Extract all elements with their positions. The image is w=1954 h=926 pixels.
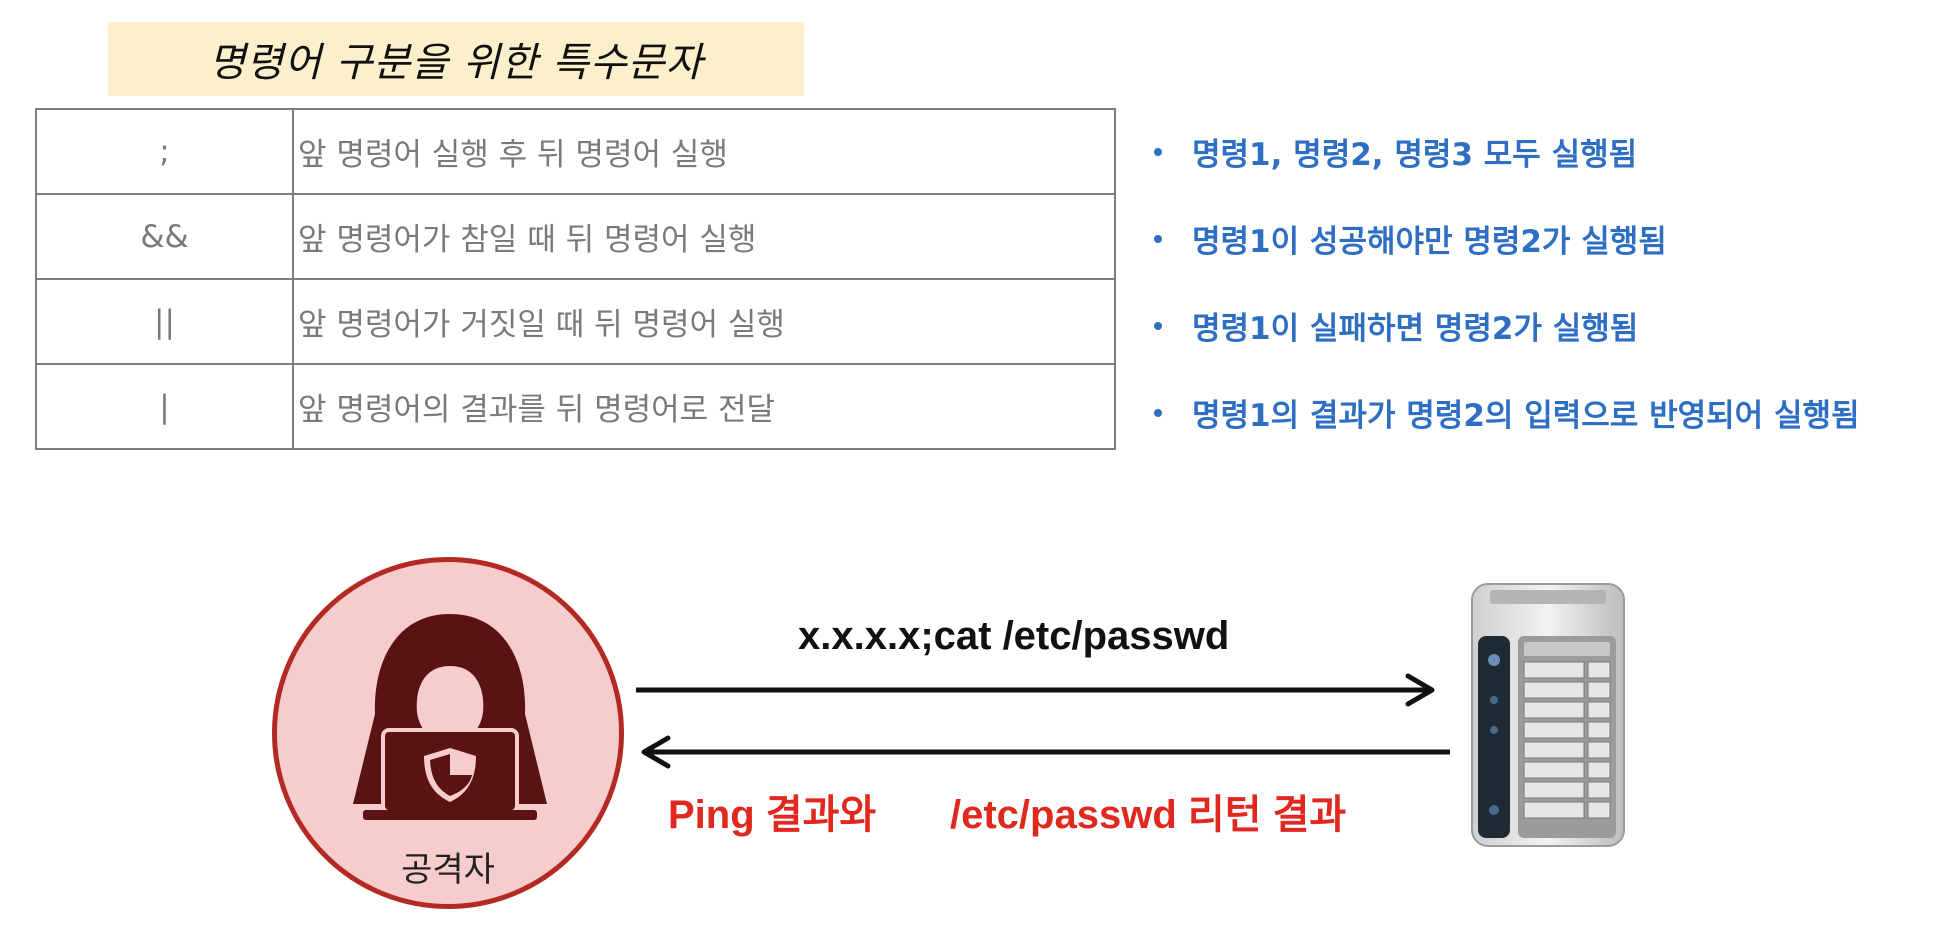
table-row: && 앞 명령어가 참일 때 뒤 명령어 실행	[35, 193, 1116, 280]
operators-table: ; 앞 명령어 실행 후 뒤 명령어 실행 && 앞 명령어가 참일 때 뒤 명…	[35, 108, 1116, 450]
explanation-text: 명령1이 성공해야만 명령2가 실행됨	[1192, 224, 1667, 260]
title-box: 명령어 구분을 위한 특수문자	[108, 22, 804, 96]
page-title: 명령어 구분을 위한 특수문자	[208, 40, 704, 86]
explanation-text: 명령1, 명령2, 명령3 모두 실행됨	[1192, 137, 1638, 173]
operator-description: 앞 명령어의 결과를 뒤 명령어로 전달	[292, 363, 1116, 450]
operator-description: 앞 명령어가 참일 때 뒤 명령어 실행	[292, 193, 1116, 280]
explanation-text: 명령1의 결과가 명령2의 입력으로 반영되어 실행됨	[1192, 398, 1860, 434]
operator-symbol: |	[35, 363, 294, 450]
operator-symbol: &&	[35, 193, 294, 280]
bullet-icon	[1154, 234, 1162, 243]
bullet-icon	[1154, 408, 1162, 417]
laptop-shield-icon	[424, 748, 476, 802]
operator-description: 앞 명령어 실행 후 뒤 명령어 실행	[292, 108, 1116, 195]
bullet-icon	[1154, 147, 1162, 156]
response-arrow	[641, 735, 1450, 769]
response-label-passwd: /etc/passwd 리턴 결과	[950, 793, 1347, 837]
explanation-list: 명령1, 명령2, 명령3 모두 실행됨 명령1이 성공해야만 명령2가 실행됨…	[1148, 108, 1948, 456]
list-item: 명령1이 성공해야만 명령2가 실행됨	[1148, 195, 1948, 282]
operator-description: 앞 명령어가 거짓일 때 뒤 명령어 실행	[292, 278, 1116, 365]
attacker-label: 공격자	[401, 850, 495, 890]
bullet-icon	[1154, 321, 1162, 330]
attacker-node: 공격자	[272, 557, 624, 909]
explanation-text: 명령1이 실패하면 명령2가 실행됨	[1192, 311, 1639, 347]
operator-symbol: ||	[35, 278, 294, 365]
table-row: | 앞 명령어의 결과를 뒤 명령어로 전달	[35, 363, 1116, 450]
response-label-ping: Ping 결과와	[668, 793, 877, 837]
list-item: 명령1, 명령2, 명령3 모두 실행됨	[1148, 108, 1948, 195]
request-label: x.x.x.x;cat /etc/passwd	[798, 614, 1230, 658]
hooded-hacker-icon	[353, 614, 547, 820]
list-item: 명령1의 결과가 명령2의 입력으로 반영되어 실행됨	[1148, 369, 1948, 456]
request-arrow	[636, 673, 1435, 707]
table-row: || 앞 명령어가 거짓일 때 뒤 명령어 실행	[35, 278, 1116, 365]
table-row: ; 앞 명령어 실행 후 뒤 명령어 실행	[35, 108, 1116, 195]
nas-server-icon	[1471, 583, 1625, 847]
list-item: 명령1이 실패하면 명령2가 실행됨	[1148, 282, 1948, 369]
operator-symbol: ;	[35, 108, 294, 195]
